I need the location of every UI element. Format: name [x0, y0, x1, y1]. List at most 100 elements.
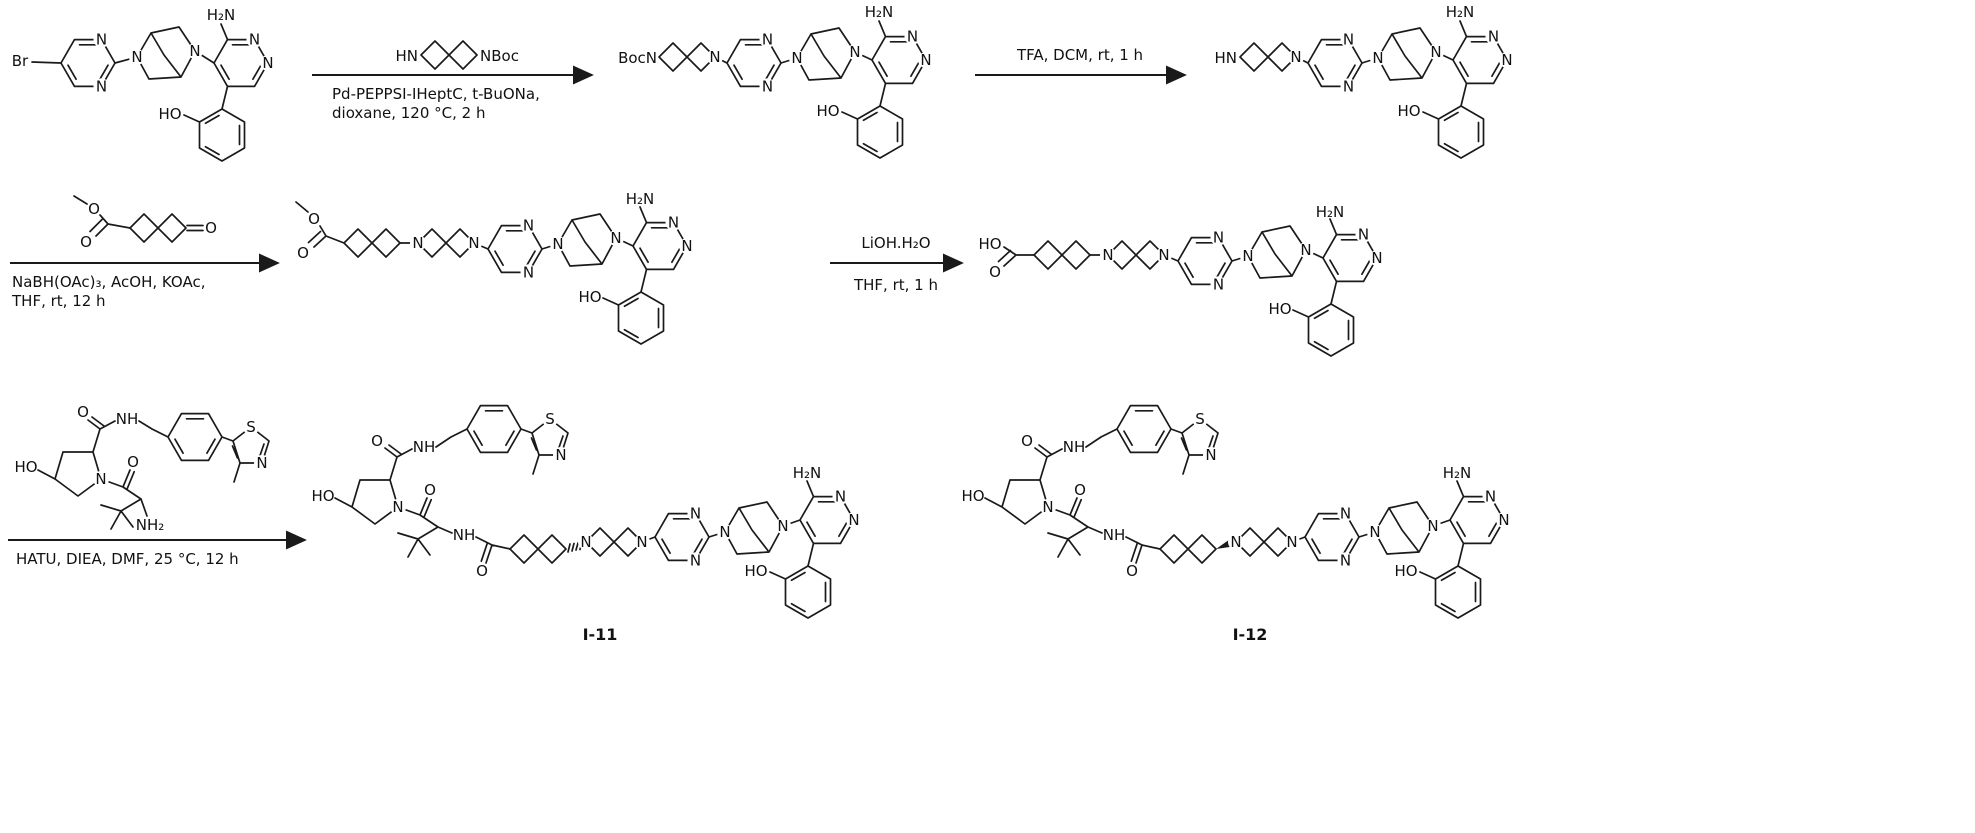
- reaction-step-3: O O O NaBH(OAc)₃, AcOH, KOAc, THF, rt, 1…: [10, 195, 280, 310]
- compound-label-i12: I-12: [1233, 625, 1268, 644]
- atom-label: O: [308, 210, 320, 228]
- atom-label: HO: [816, 102, 839, 120]
- skeleton-bonds: [714, 20, 887, 120]
- spiroheptane-rings: [1033, 240, 1091, 270]
- bicyclic-cage: [1377, 27, 1437, 81]
- atom-label: N: [848, 511, 859, 529]
- label-masks: [988, 226, 1385, 293]
- diazaspiro-rings: [585, 527, 643, 557]
- conditions-line: THF, rt, 12 h: [11, 292, 106, 310]
- atom-label: NH: [453, 526, 476, 544]
- spiroheptane-rings: [343, 228, 401, 258]
- atom-label: HO: [158, 105, 181, 123]
- atom-label: N: [1205, 446, 1216, 464]
- structure-aryl-bromide: Br N N N N N N H₂N HO: [12, 6, 276, 162]
- atom-label: BocN: [618, 49, 657, 67]
- label-masks: [370, 411, 862, 578]
- atom-label: N: [1372, 49, 1383, 67]
- structure-carboxylic-acid: HO O N N N N N N N N H₂N HO: [978, 203, 1385, 357]
- conditions-line: LiOH.H₂O: [861, 234, 930, 252]
- atom-label: O: [989, 263, 1001, 281]
- atom-label: NH₂: [136, 516, 165, 534]
- atom-label: N: [523, 217, 534, 235]
- skeleton-bonds: [31, 23, 229, 123]
- bicyclic-cage: [1247, 225, 1307, 279]
- atom-label: HO: [14, 458, 37, 476]
- label-masks: [93, 31, 276, 95]
- atom-label: N: [412, 234, 423, 252]
- atom-label: N: [762, 31, 773, 49]
- label-masks: [707, 28, 934, 95]
- atom-label: N: [777, 517, 788, 535]
- atom-label: O: [1126, 562, 1138, 580]
- atom-label: H₂N: [1443, 464, 1472, 482]
- atom-label: N: [1286, 533, 1297, 551]
- atom-label: N: [920, 51, 931, 69]
- spiroheptane-rings: [509, 534, 567, 564]
- atom-label: N: [610, 229, 621, 247]
- atom-label: HO: [1394, 562, 1417, 580]
- atom-label: N: [1213, 229, 1224, 247]
- atom-label: O: [127, 453, 139, 471]
- atom-label: N: [1501, 51, 1512, 69]
- benzene-ring: [167, 412, 223, 462]
- diazaspiro-rings: [1235, 527, 1293, 557]
- atom-label: H₂N: [207, 6, 236, 24]
- atom-label: N: [690, 505, 701, 523]
- atom-label: O: [297, 244, 309, 262]
- atom-label: NH: [413, 438, 436, 456]
- diazaspiro-rings: [1239, 42, 1297, 72]
- atom-label: H₂N: [1446, 3, 1475, 21]
- atom-label: N: [1230, 533, 1241, 551]
- atom-label: N: [1371, 249, 1382, 267]
- atom-label: N: [96, 77, 107, 95]
- atom-label: HO: [311, 487, 334, 505]
- atom-label: HO: [978, 235, 1001, 253]
- skeleton-bonds: [37, 416, 270, 530]
- label-masks: [296, 212, 695, 281]
- atom-label: N: [468, 234, 479, 252]
- bicyclic-cage: [724, 501, 784, 555]
- structure-free-amine: HN N N N N N N N H₂N HO: [1215, 3, 1515, 159]
- atom-label: N: [189, 42, 200, 60]
- atom-label: O: [1021, 432, 1033, 450]
- spiroheptane-rings: [129, 213, 187, 243]
- atom-label: HO: [1268, 300, 1291, 318]
- label-masks: [76, 405, 270, 487]
- atom-label: HO: [744, 562, 767, 580]
- diazaspiro-rings: [417, 228, 475, 258]
- atom-label: N: [555, 446, 566, 464]
- atom-label: N: [1498, 511, 1509, 529]
- benzene-ring: [1116, 404, 1172, 454]
- atom-label: S: [545, 410, 555, 428]
- atom-label: N: [552, 235, 563, 253]
- phenol-ring: [784, 565, 832, 619]
- phenol-ring: [856, 105, 904, 159]
- hashed-bond: [567, 541, 583, 553]
- conditions-line: THF, rt, 1 h: [853, 276, 938, 294]
- atom-label: N: [392, 498, 403, 516]
- atom-label: NH: [1063, 438, 1086, 456]
- phenol-ring: [617, 291, 665, 345]
- benzene-ring: [466, 404, 522, 454]
- atom-label: N: [580, 533, 591, 551]
- atom-label: N: [1430, 43, 1441, 61]
- atom-label: NBoc: [480, 47, 519, 65]
- atom-label: N: [668, 214, 679, 232]
- conditions-line: dioxane, 120 °C, 2 h: [332, 104, 485, 122]
- conditions-line: NaBH(OAc)₃, AcOH, KOAc,: [12, 273, 205, 291]
- spiroheptane-rings: [1159, 534, 1217, 564]
- atom-label-br: Br: [12, 52, 29, 70]
- atom-label: N: [681, 237, 692, 255]
- atom-label: N: [1042, 498, 1053, 516]
- bicyclic-cage: [136, 26, 196, 80]
- atom-label: HN: [396, 47, 419, 65]
- atom-label: O: [424, 481, 436, 499]
- skeleton-bonds: [997, 218, 1338, 318]
- atom-label: N: [1488, 28, 1499, 46]
- atom-label: H₂N: [626, 190, 655, 208]
- atom-label: N: [835, 488, 846, 506]
- reagent-bonds: [73, 195, 204, 237]
- atom-label: O: [205, 219, 217, 237]
